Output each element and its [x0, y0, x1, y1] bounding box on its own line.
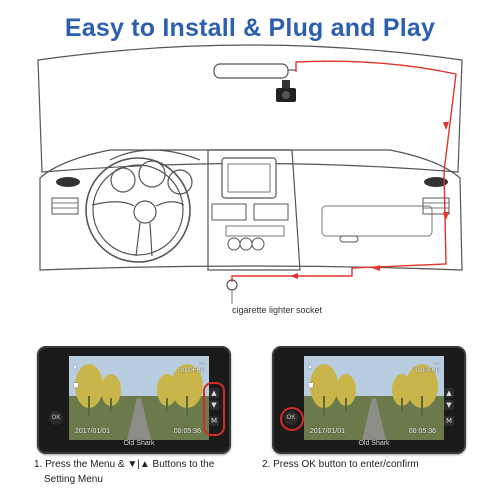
battery-icon: ▭ [199, 361, 205, 367]
dashcam-screen: ● ◼ 1080FHD ▭ 2017/01/01 00:05:36 [69, 356, 209, 440]
glove-box [321, 205, 433, 237]
page-title: Easy to Install & Plug and Play [64, 14, 436, 42]
socket-label: cigarette lighter socket [232, 305, 323, 315]
time-label: 00:05:36 [408, 428, 436, 435]
dashcam-menu-step: ● ◼ 1080FHD ▭ 2017/01/01 00:05:36 Old Sh… [37, 346, 231, 454]
brand-label: Old Shark [123, 440, 155, 447]
mic-icon: ◼ [308, 382, 314, 389]
step-1-line-1: 1. Press the Menu & ▼|▲ Buttons to the [34, 459, 215, 470]
step-1-caption: 1. Press the Menu & ▼|▲ Buttons to the S… [34, 457, 234, 487]
resolution-label: 1080FHD [414, 368, 440, 374]
menu-button[interactable]: M [209, 416, 219, 426]
date-label: 2017/01/01 [310, 428, 346, 435]
date-label: 2017/01/01 [75, 428, 111, 435]
record-icon: ● [73, 364, 78, 371]
record-icon: ● [308, 364, 313, 371]
menu-buttons-highlight [203, 382, 225, 436]
steering-wheel [85, 157, 191, 263]
road-scene-image [304, 356, 444, 440]
mic-icon: ◼ [73, 382, 79, 389]
battery-icon: ▭ [434, 361, 440, 367]
rearview-mirror [213, 63, 289, 79]
down-button[interactable]: ▼ [209, 400, 219, 410]
center-console [207, 149, 301, 271]
step-2-caption: 2. Press OK button to enter/confirm [262, 459, 419, 470]
time-label: 00:05:36 [173, 428, 201, 435]
down-button[interactable]: ▼ [444, 400, 454, 410]
up-button[interactable]: ▲ [209, 388, 219, 398]
left-speaker [56, 177, 80, 187]
dashcam-screen: ● ◼ 1080FHD ▭ 2017/01/01 00:05:36 [304, 356, 444, 440]
dashcam-ok-step: ● ◼ 1080FHD ▭ 2017/01/01 00:05:36 Old Sh… [272, 346, 466, 454]
cable-route [231, 60, 457, 282]
gauge-right [167, 169, 193, 195]
dashboard-outline [39, 149, 463, 271]
road-scene-image [69, 356, 209, 440]
brand-label: Old Shark [358, 440, 390, 447]
up-button[interactable]: ▲ [444, 388, 454, 398]
resolution-label: 1080FHD [179, 368, 205, 374]
menu-button[interactable]: M [444, 416, 454, 426]
dashcam-mounted-icon [276, 80, 296, 102]
ok-button[interactable]: OK [49, 411, 63, 425]
left-vent [51, 197, 79, 215]
ok-button-highlight [280, 407, 304, 431]
right-speaker [424, 177, 448, 187]
car-interior-diagram [37, 44, 463, 304]
step-1-line-2: Setting Menu [44, 474, 103, 485]
